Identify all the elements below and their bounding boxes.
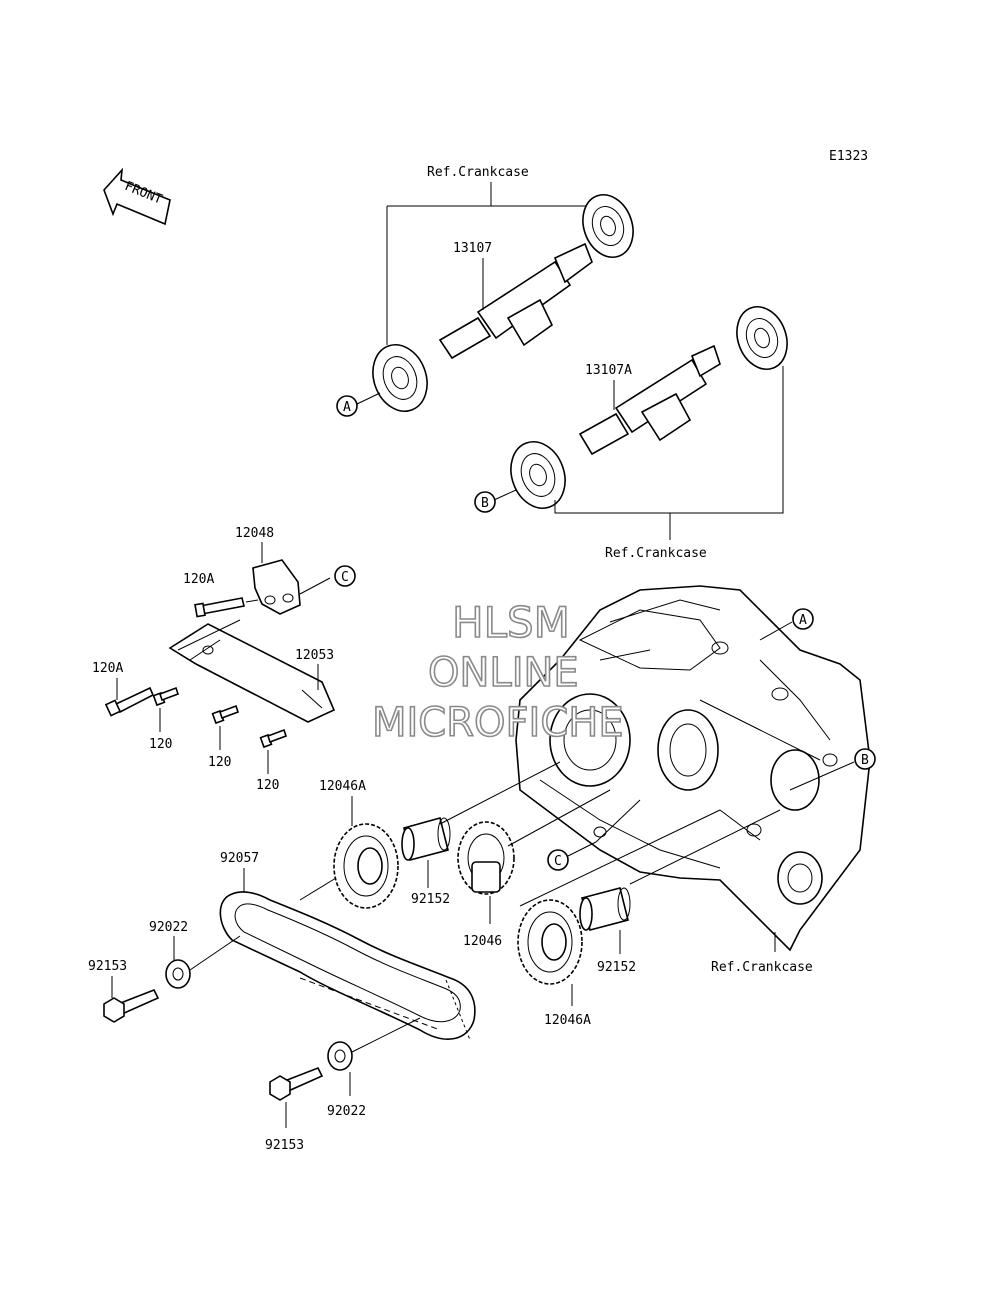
- part-120a-top-label: 120A: [183, 572, 214, 587]
- part-120a-left-label: 120A: [92, 661, 123, 676]
- part-92152-left-label: 92152: [411, 892, 450, 907]
- bolt-120-c: [259, 728, 288, 749]
- svg-text:A: A: [799, 613, 807, 628]
- ref-crankcase-bottom-label: Ref.Crankcase: [711, 960, 813, 975]
- bearing-top-right: [582, 194, 634, 258]
- sprocket-12046a-bottom: [517, 899, 583, 985]
- washer-92022-top: [165, 959, 191, 989]
- ref-crankcase-top-label: Ref.Crankcase: [427, 165, 529, 180]
- callout-b-left: [474, 491, 496, 513]
- callout-b-right: [854, 748, 876, 770]
- bearing-b-left: [510, 441, 566, 509]
- svg-text:HLSM: HLSM: [452, 598, 570, 647]
- part-13107a-label: 13107A: [585, 363, 632, 378]
- part-92022-bottom-label: 92022: [327, 1104, 366, 1119]
- part-13107-label: 13107: [453, 241, 492, 256]
- collar-92152-right: [579, 887, 631, 931]
- svg-text:MICROFICHE: MICROFICHE: [372, 700, 624, 746]
- svg-text:C: C: [554, 854, 562, 869]
- bolt-120-b: [211, 704, 240, 725]
- part-12046a-top-label: 12046A: [319, 779, 366, 794]
- callout-c-top: [334, 565, 356, 587]
- part-92153-top-label: 92153: [88, 959, 127, 974]
- part-120-c-label: 120: [256, 778, 279, 793]
- part-12048-label: 12048: [235, 526, 274, 541]
- part-120-a-label: 120: [149, 737, 172, 752]
- bearing-right-upper: [736, 306, 788, 370]
- svg-text:B: B: [481, 496, 489, 511]
- ref-bracket-middle: [554, 366, 784, 540]
- bolt-92153-bottom: [269, 1066, 324, 1101]
- collar-92152-left: [401, 817, 451, 861]
- diagram-code: E1323: [829, 149, 868, 164]
- front-arrow-icon: FRONT: [103, 167, 171, 226]
- part-92022-top-label: 92022: [149, 920, 188, 935]
- callout-a-left: [336, 395, 358, 417]
- callout-c-mid: [547, 849, 569, 871]
- part-92057-label: 92057: [220, 851, 259, 866]
- sprocket-12046: [457, 821, 515, 895]
- bolt-120-a: [152, 686, 180, 707]
- part-12053-label: 12053: [295, 648, 334, 663]
- svg-text:ONLINE: ONLINE: [428, 650, 579, 696]
- shaft-13107a: [578, 344, 721, 456]
- chain-92057: [219, 891, 476, 1041]
- svg-text:A: A: [343, 400, 351, 415]
- bolt-120a-top: [194, 597, 245, 618]
- part-92153-bottom-label: 92153: [265, 1138, 304, 1153]
- svg-text:B: B: [861, 753, 869, 768]
- tensioner-12048: [252, 559, 301, 615]
- part-92152-right-label: 92152: [597, 960, 636, 975]
- crankcase: [515, 585, 871, 952]
- watermark: HLSM ONLINE MICROFICHE: [371, 597, 624, 747]
- shaft-13107: [438, 242, 593, 360]
- sprocket-12046a-top: [333, 823, 399, 909]
- part-12046-label: 12046: [463, 934, 502, 949]
- bearing-a-left: [372, 344, 428, 412]
- washer-92022-bottom: [327, 1041, 353, 1071]
- part-120-b-label: 120: [208, 755, 231, 770]
- part-12046a-bottom-label: 12046A: [544, 1013, 591, 1028]
- chain-guide-12053: [168, 623, 336, 723]
- ref-bracket-top: [386, 182, 601, 345]
- ref-crankcase-middle-label: Ref.Crankcase: [605, 546, 707, 561]
- callout-a-right: [792, 608, 814, 630]
- bolt-120a-left: [104, 686, 155, 717]
- svg-text:C: C: [341, 570, 349, 585]
- bolt-92153-top: [103, 988, 160, 1023]
